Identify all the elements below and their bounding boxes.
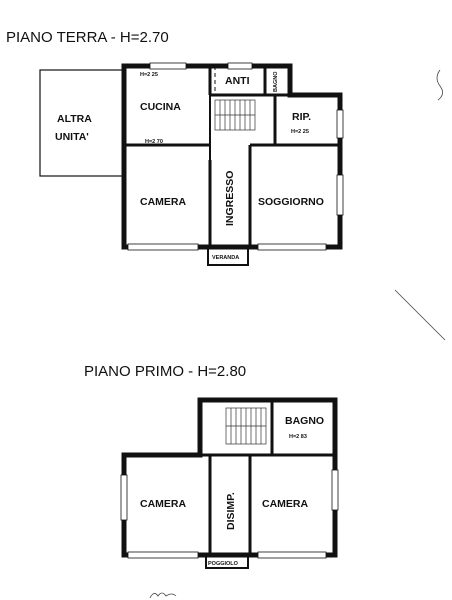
window [336,174,344,216]
first-floor-title: PIANO PRIMO - H=2.80 [84,363,246,380]
window [257,551,327,559]
height-label-cucina-top: H=2 25 [140,72,158,78]
room-label-bagno-first: BAGNO [285,415,324,427]
room-label-camera-left: CAMERA [140,498,186,510]
stray-mark [394,289,446,341]
room-label-unita: UNITA' [55,131,89,143]
height-label-cucina-bottom: H=2 70 [145,139,163,145]
ground-floor-plan: ALTRA UNITA' H=2 25 CUCINA H=2 70 ANTI B… [39,62,344,266]
compass-mark [436,69,443,101]
window [149,62,187,70]
staircase-first-floor [225,407,267,445]
window [127,243,199,251]
height-label-rip: H=2 25 [291,129,309,135]
poggiolo-outline [205,554,249,569]
room-label-anti: ANTI [225,75,250,87]
room-label-veranda: VERANDA [212,255,239,261]
room-label-disimp: DISIMP. [225,492,237,530]
room-label-bagno-ground: BAGNO [273,71,279,92]
signature-scribble [149,592,177,599]
room-label-ingresso: INGRESSO [224,171,236,226]
window [227,62,253,70]
room-label-camera-ground: CAMERA [140,196,186,208]
room-label-poggiolo: POGGIOLO [208,561,239,567]
first-floor-plan: BAGNO H=2 83 CAMERA DISIMP. CAMERA POGGI… [120,397,339,569]
staircase [214,99,256,131]
room-label-soggiorno: SOGGIORNO [258,196,324,208]
window [120,474,128,521]
veranda-outline [207,246,249,266]
window [257,243,327,251]
ground-floor-title: PIANO TERRA - H=2.70 [6,29,169,46]
room-label-altra: ALTRA [57,113,92,125]
room-label-rip: RIP. [292,111,311,123]
room-label-cucina: CUCINA [140,101,181,113]
window [331,469,339,511]
window [127,551,199,559]
room-label-camera-right: CAMERA [262,498,308,510]
height-label-bagno-first: H=2 83 [289,434,307,440]
window [336,109,344,139]
